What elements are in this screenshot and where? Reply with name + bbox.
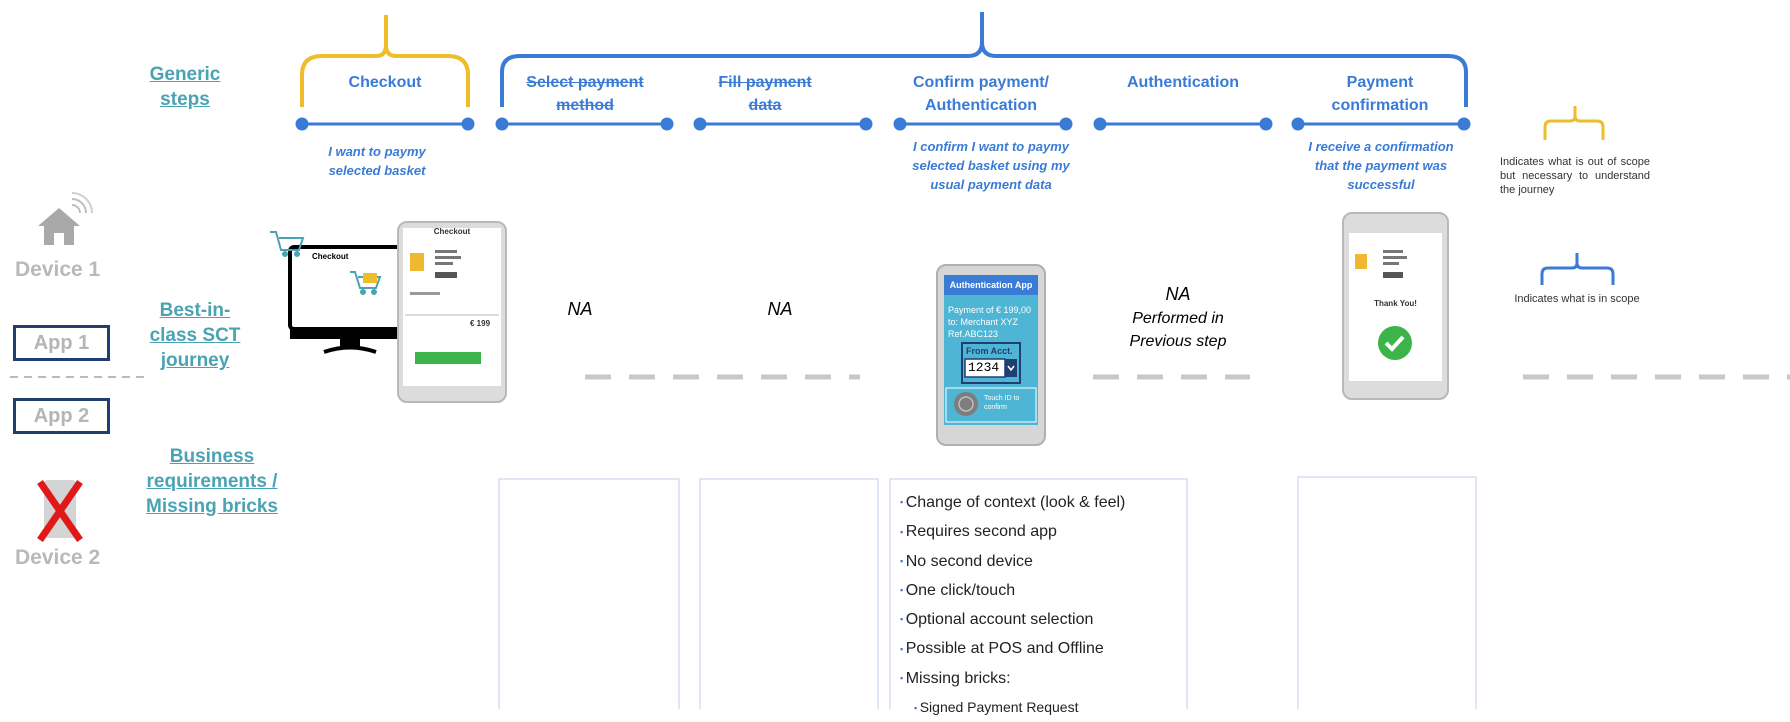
requirements-list-container: Change of context (look & feel) Requires… — [892, 480, 1186, 722]
requirement-item: Missing bricks: — [900, 664, 1186, 693]
thank-you-text: Thank You! — [1374, 299, 1417, 308]
auth-touch-id-text: Touch ID to confirm — [984, 395, 1020, 411]
na-authentication: NA — [1165, 284, 1191, 304]
sub-requirement-item: Signed Payment Request — [900, 693, 1186, 722]
desc-confirmation: I receive a confirmation that the paymen… — [1308, 139, 1454, 192]
requirements-box-confirm — [889, 478, 1188, 709]
desc-checkout: I want to paymy selected basket — [328, 144, 426, 178]
auth-app-phone-mockup — [936, 264, 1046, 446]
step-confirm-authentication: Confirm payment/ Authentication — [912, 74, 1049, 114]
auth-from-account-label: From Acct. — [966, 346, 1013, 356]
step-payment-confirmation: Payment confirmation — [1331, 74, 1429, 114]
checkout-total: € 199 — [470, 319, 491, 328]
row-label-journey: Best-in-class SCT journey — [149, 300, 241, 371]
legend-out-of-scope-brace — [1543, 106, 1605, 140]
requirements-box-select — [498, 478, 680, 709]
auth-account-select: 1234 — [968, 360, 1000, 375]
desc-confirm: I confirm I want to paymy selected baske… — [912, 139, 1070, 192]
requirement-item: No second device — [900, 547, 1186, 576]
checkout-phone-mockup — [397, 221, 507, 403]
requirements-box-confirmation — [1297, 476, 1477, 709]
step-checkout: Checkout — [348, 74, 422, 91]
device2-crossed-icon — [37, 480, 83, 542]
auth-merchant-text: to: Merchant XYZ — [948, 317, 1019, 327]
na-select-payment: NA — [567, 299, 593, 319]
legend-out-of-scope-text: Indicates what is out of scope but neces… — [1500, 156, 1650, 196]
step-timelines — [295, 117, 1471, 131]
requirement-item: One click/touch — [900, 576, 1186, 605]
in-scope-brace — [500, 12, 1468, 107]
checkout-monitor-icon: Checkout — [270, 231, 412, 354]
row-label-generic-steps: Generic steps — [149, 64, 221, 110]
confirmation-phone-mockup — [1342, 212, 1449, 400]
step-select-payment-method: Select payment method — [526, 74, 644, 114]
requirement-item: Optional account selection — [900, 605, 1186, 634]
auth-ref-text: Ref.ABC123 — [948, 329, 999, 339]
requirements-list: Change of context (look & feel) Requires… — [892, 480, 1186, 722]
app2-box: App 2 — [13, 398, 110, 434]
device1-label: Device 1 — [15, 258, 101, 281]
legend-in-scope-text: Indicates what is in scope — [1514, 293, 1640, 305]
na-fill-payment: NA — [767, 299, 793, 319]
requirement-item: Requires second app — [900, 517, 1186, 546]
row-label-business-requirements: Business requirements / Missing bricks — [146, 446, 278, 517]
legend-in-scope-brace — [1540, 253, 1615, 285]
step-authentication: Authentication — [1127, 74, 1239, 91]
auth-app-title: Authentication App — [949, 280, 1033, 290]
home-wifi-icon — [38, 192, 93, 245]
step-fill-payment-data: Fill payment data — [718, 74, 812, 114]
requirements-box-fill — [699, 478, 879, 709]
auth-payment-text: Payment of € 199,00 — [948, 305, 1032, 315]
na-authentication-note: Performed in Previous step — [1129, 310, 1227, 350]
checkout-scope-brace — [300, 15, 470, 107]
requirement-item: Change of context (look & feel) — [900, 488, 1186, 517]
requirement-item: Possible at POS and Offline — [900, 634, 1186, 663]
monitor-title: Checkout — [312, 252, 349, 261]
device2-label: Device 2 — [15, 546, 101, 569]
app1-box: App 1 — [13, 325, 110, 361]
checkout-screen-title: Checkout — [433, 227, 471, 236]
